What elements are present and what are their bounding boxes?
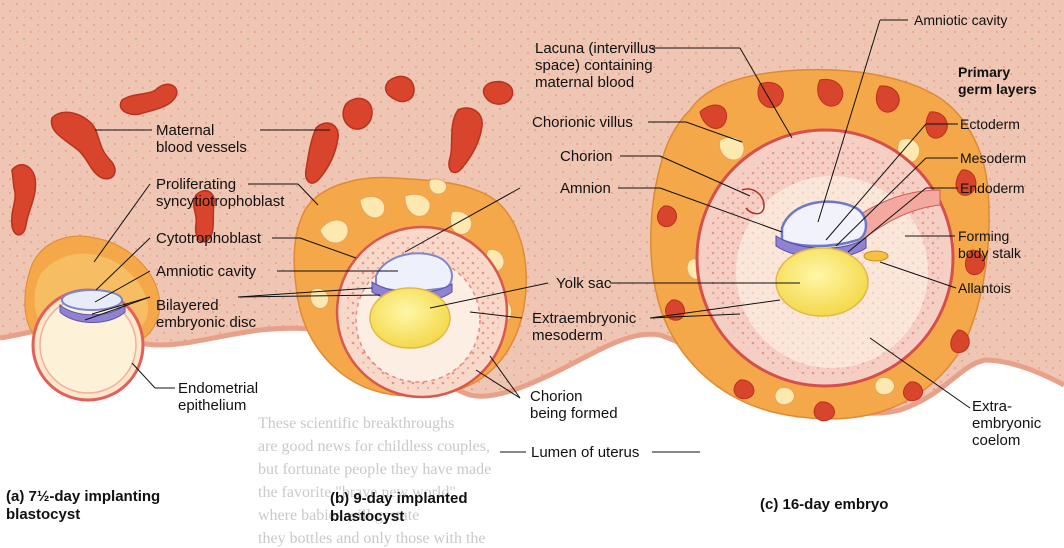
label-extraembryonic-coelom: Extra- embryonic coelom [972,398,1042,449]
bg-text-line: they bottles and only those with the [258,530,486,547]
label-amniotic-cavity-c: Amniotic cavity [914,12,1008,28]
label-lumen-of-uterus: Lumen of uterus [531,444,640,461]
bg-text-line: the favorite "brave new world" [258,484,456,501]
label-forming-body-stalk: Forming body stalk [958,228,1022,261]
maternal-blood-vessels [10,75,514,243]
label-primary-germ-layers: Primary germ layers [958,64,1037,97]
label-yolk-sac: Yolk sac [556,275,612,292]
yolk-sac-c [775,247,869,317]
label-chorion: Chorion [560,148,613,165]
caption-c: (c) 16-day embryo [760,496,889,513]
amniotic-cavity-a [61,289,123,311]
amniotic-cavity-c [780,200,868,248]
bg-text-line: but fortunate people they have made [258,461,492,478]
label-endometrial-epithelium: Endometrial epithelium [178,380,259,414]
label-lacuna: Lacuna (intervillus space) containing ma… [535,40,656,91]
leader-lines [84,19,971,453]
label-extraembryonic-mesoderm: Extraembryonic mesoderm [532,310,637,344]
label-ectoderm: Ectoderm [960,116,1020,132]
body-stalk-c [851,189,941,241]
allantois-c [863,250,889,262]
bg-text-line: These scientific breakthroughs [258,415,455,432]
endometrial-epithelium [0,323,1064,416]
label-bilayered-embryonic-disc: Bilayered embryonic disc [156,297,257,331]
caption-b: (b) 9-day implanted blastocyst [330,490,468,525]
label-proliferating-syncytiotrophoblast: Proliferating syncytiotrophoblast [156,176,285,210]
embryonic-disc-a [59,303,126,323]
caption-a: (a) 7½-day implanting blastocyst [6,488,161,523]
label-mesoderm: Mesoderm [960,150,1027,166]
label-cytotrophoblast: Cytotrophoblast [156,230,262,247]
embryo-c [650,68,990,422]
label-endoderm: Endoderm [960,180,1025,196]
label-chorion-being-formed: Chorion being formed [530,388,618,422]
bg-text-line: where babies will gestate [258,507,420,524]
label-amnion: Amnion [560,180,611,197]
blastocyst-a [24,235,161,402]
label-amniotic-cavity-a: Amniotic cavity [156,263,257,280]
yolk-sac-b [369,287,451,349]
bg-text-line: are good news for childless couples, [258,438,490,455]
label-maternal-blood-vessels: Maternal blood vessels [156,122,247,156]
blastocyst-b [293,176,527,399]
label-allantois: Allantois [958,280,1011,296]
label-chorionic-villus: Chorionic villus [532,114,633,131]
